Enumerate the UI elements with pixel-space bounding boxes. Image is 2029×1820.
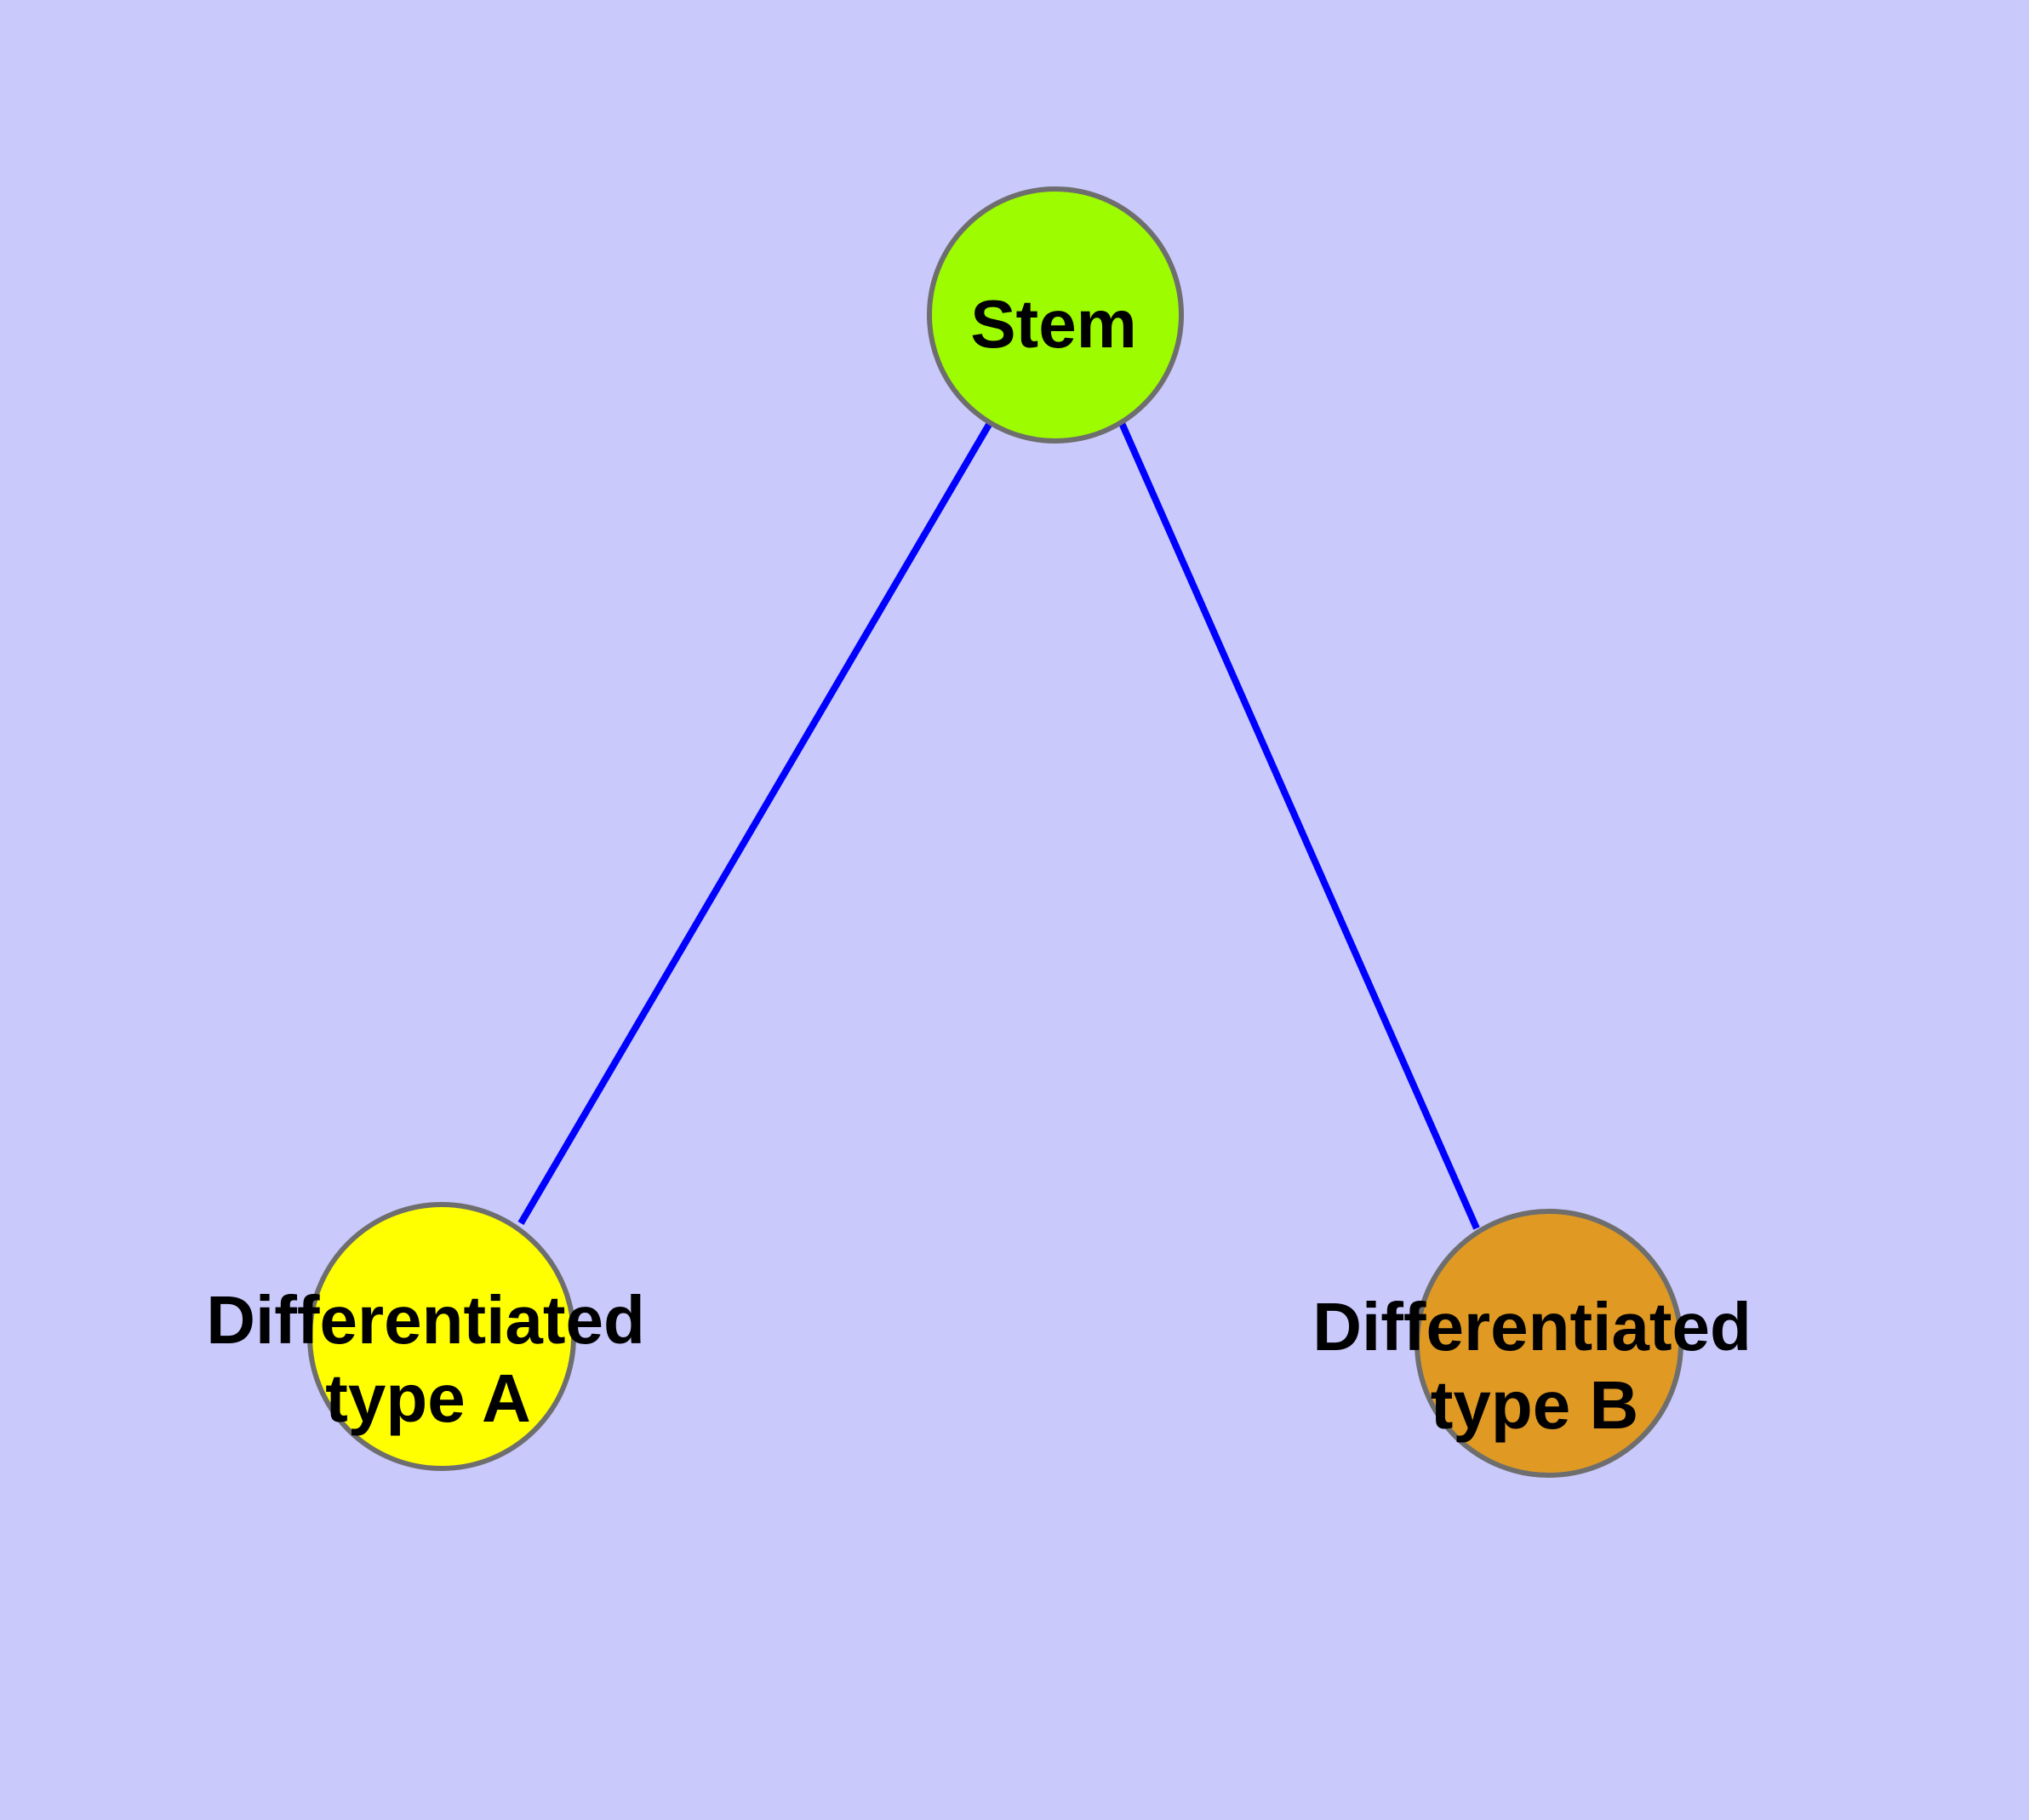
edge-layer [517,421,1480,1230]
node-differentiated-type-b[interactable] [1415,1209,1683,1478]
edge-stem-to-type-b[interactable] [1118,421,1480,1230]
node-differentiated-type-a[interactable] [307,1202,576,1471]
node-label-type-b-line2: type B [1431,1367,1639,1443]
node-label-type-a-line2: type A [325,1360,531,1436]
node-label-stem: Stem [970,286,1137,362]
edge-stem-to-type-a[interactable] [517,421,993,1226]
node-label-type-a-line1: Differentiated [206,1282,645,1358]
node-label-type-b-line1: Differentiated [1312,1289,1752,1365]
label-layer: Stem Differentiated type A Differentiate… [206,286,1752,1443]
node-circle-type-b[interactable] [1415,1209,1683,1478]
node-stem[interactable] [927,186,1184,444]
node-circle-type-a[interactable] [307,1202,576,1471]
node-circle-stem[interactable] [927,186,1184,444]
